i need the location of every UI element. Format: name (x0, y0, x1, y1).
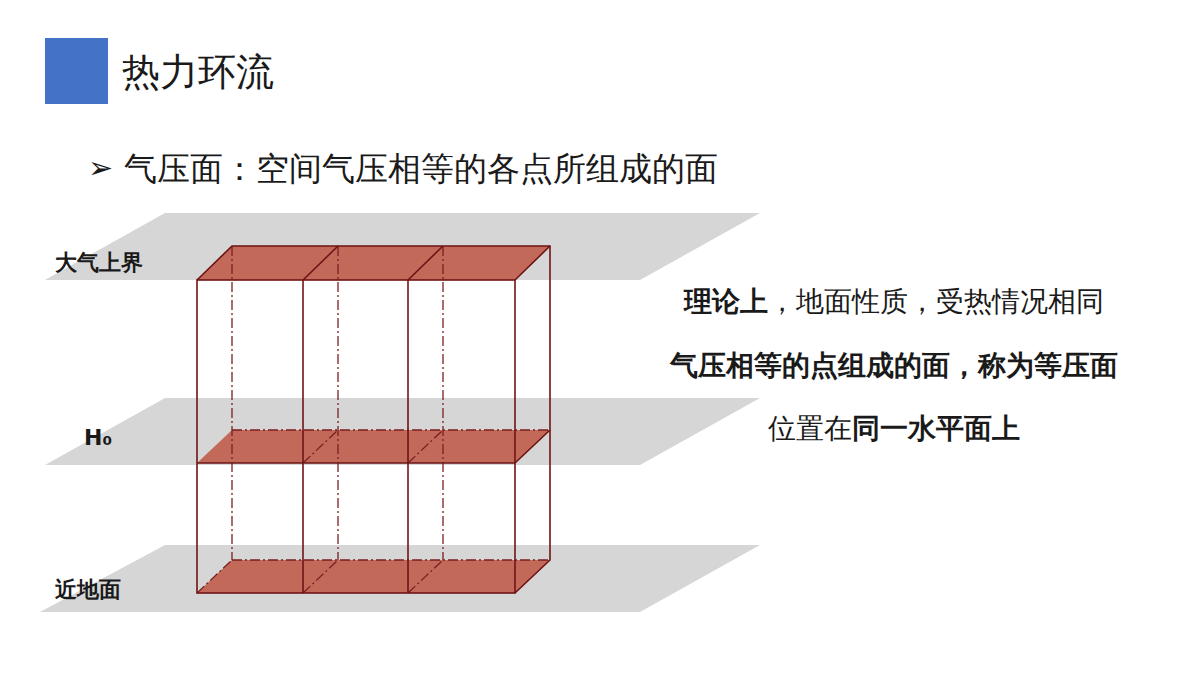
note-line: 气压相等的点组成的面，称为等压面 (594, 349, 1194, 383)
plane-label: 近地面 (55, 577, 121, 603)
hidden-edges (197, 246, 550, 593)
note-emphasis: 同一水平面上 (852, 412, 1020, 445)
note-text: 位置在 (768, 412, 852, 445)
pressure-plane (40, 545, 760, 612)
plane-label: 大气上界 (55, 250, 143, 276)
title-marker (45, 38, 108, 104)
isobaric-face (197, 560, 550, 593)
isobaric-face (197, 430, 550, 463)
note-text: ，地面性质，受热情况相同 (768, 285, 1104, 318)
bullet-symbol: ➢ (88, 150, 113, 186)
note-emphasis: 气压相等的点组成的面，称为等压面 (670, 349, 1118, 382)
note-emphasis: 理论上 (684, 285, 768, 318)
slide-title: 热力环流 (122, 50, 274, 96)
note-line: 位置在同一水平面上 (594, 412, 1194, 446)
isobaric-face (197, 246, 550, 280)
note-line: 理论上，地面性质，受热情况相同 (594, 285, 1194, 319)
bullet-text: 气压面：空间气压相等的各点所组成的面 (124, 149, 718, 189)
plane-label: H₀ (84, 425, 112, 451)
column-box (197, 246, 550, 593)
pressure-plane (45, 398, 760, 465)
